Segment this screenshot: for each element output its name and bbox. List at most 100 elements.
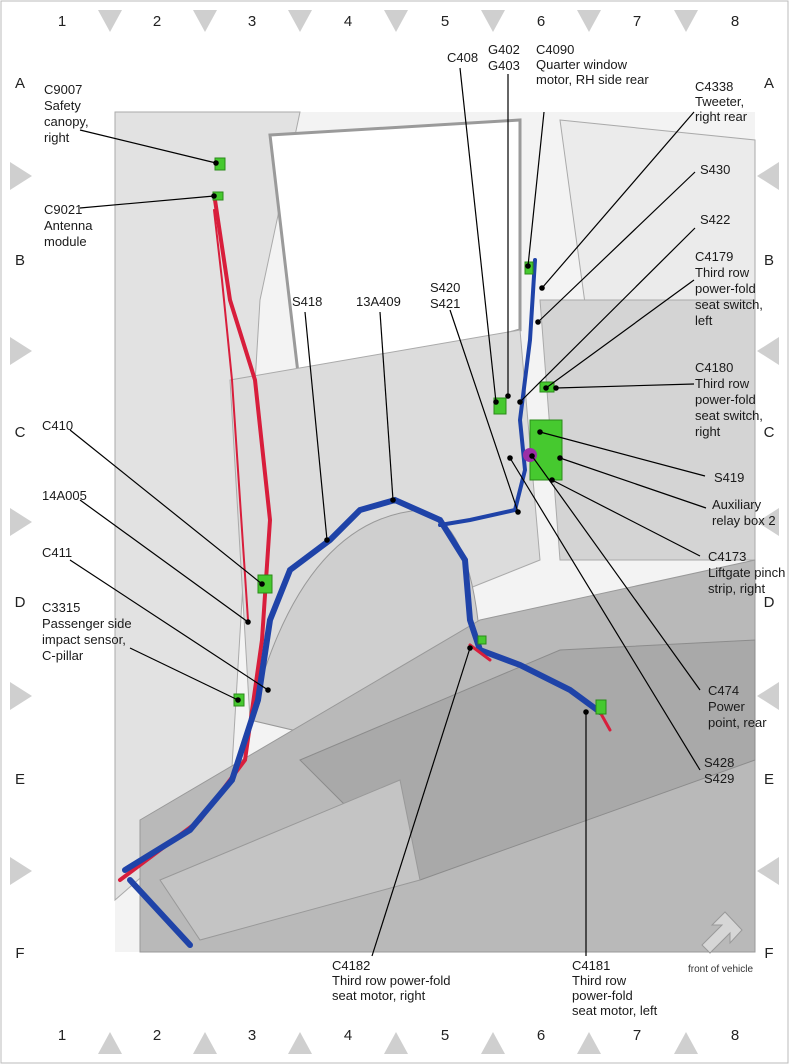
harness-red-branch	[213, 209, 249, 621]
callout-line: 14A005	[42, 488, 87, 503]
grid-triangle-left	[10, 162, 32, 190]
grid-triangle-top	[288, 10, 312, 32]
leader-13a409	[379, 311, 394, 501]
leader-s428	[509, 457, 701, 771]
leader-tip-s418	[324, 537, 330, 543]
grid-row-label: B	[764, 252, 774, 269]
callout-line: S419	[714, 470, 744, 485]
callout-line: seat motor, right	[332, 988, 426, 1003]
harness-blue-upper	[438, 258, 537, 527]
grid-triangle-top	[193, 10, 217, 32]
leader-tip-s422	[517, 399, 523, 405]
leader-c4179	[545, 279, 695, 389]
callout-line: C-pillar	[42, 648, 84, 663]
leader-s422	[519, 227, 696, 403]
vehicle-interior-illustration	[114, 111, 756, 953]
leader-c4338	[541, 111, 695, 289]
leader-tip-c408	[493, 399, 499, 405]
callout-line: C4173	[708, 549, 746, 564]
harness-blue-lower	[127, 877, 193, 948]
leader-relay2	[559, 457, 707, 509]
callout-line: C410	[42, 418, 73, 433]
callout-line: motor, RH side rear	[536, 72, 649, 87]
callout-line: Passenger side	[42, 616, 132, 631]
leader-lines	[69, 67, 707, 957]
grid-column-label: 8	[731, 13, 739, 30]
callout-line: canopy,	[44, 114, 89, 129]
callout-line: right	[44, 130, 70, 145]
callout-s418: S418	[292, 294, 322, 309]
leader-s420	[449, 309, 519, 513]
grid-triangle-bottom	[577, 1032, 601, 1054]
leader-tip-c4181	[583, 709, 589, 715]
callout-line: power-fold	[695, 281, 756, 296]
grid-row-label: D	[764, 594, 775, 611]
grid-row-label: C	[15, 424, 26, 441]
relay-box	[529, 419, 563, 481]
callout-line: S421	[430, 296, 460, 311]
grid-triangle-top	[384, 10, 408, 32]
leader-tip-c4180	[553, 385, 559, 391]
callout-line: C4181	[572, 958, 610, 973]
callout-line: C4179	[695, 249, 733, 264]
grid-column-label: 3	[248, 1027, 256, 1044]
harness-red-lower	[468, 643, 492, 662]
callout-line: Third row	[695, 376, 750, 391]
connector-c4182	[477, 635, 487, 645]
leader-c9007	[79, 129, 217, 164]
callout-line: power-fold	[695, 392, 756, 407]
callout-line: C4180	[695, 360, 733, 375]
front-of-vehicle-indicator: front of vehicle	[688, 911, 753, 975]
grid-triangle-bottom	[288, 1032, 312, 1054]
connector-c4181	[595, 699, 607, 715]
grid-column-label: 7	[633, 13, 641, 30]
grid-column-label: 4	[344, 13, 352, 30]
callout-line: G403	[488, 58, 520, 73]
grid-triangle-bottom	[674, 1032, 698, 1054]
leader-tip-s430	[535, 319, 541, 325]
callout-line: C4338	[695, 79, 733, 94]
callout-line: seat motor, left	[572, 1003, 658, 1018]
callout-line: power-fold	[572, 988, 633, 1003]
callout-13a409: 13A409	[356, 294, 401, 309]
grid-triangle-right	[757, 857, 779, 885]
grid-row-label: A	[764, 75, 774, 92]
callout-line: Third row power-fold	[332, 973, 451, 988]
grid-triangle-right	[757, 508, 779, 536]
callout-line: Power	[708, 699, 746, 714]
grid-triangle-left	[10, 337, 32, 365]
connector-c410	[257, 574, 273, 594]
callout-line: left	[695, 313, 713, 328]
callout-line: C474	[708, 683, 739, 698]
leader-tip-13a409	[390, 497, 396, 503]
leader-tip-14a005	[245, 619, 251, 625]
front-arrow-icon	[701, 911, 743, 954]
callout-line: 13A409	[356, 294, 401, 309]
callout-line: point, rear	[708, 715, 767, 730]
grid-triangle-left	[10, 508, 32, 536]
harness-red-right	[598, 710, 612, 732]
grid-column-label: 5	[441, 13, 449, 30]
callout-line: relay box 2	[712, 513, 776, 528]
leader-c4090	[527, 111, 545, 267]
callout-c411: C411	[42, 545, 72, 560]
callout-line: Safety	[44, 98, 81, 113]
callout-s430: S430	[700, 162, 730, 177]
grid-column-label: 2	[153, 13, 161, 30]
leader-c411	[69, 559, 269, 691]
leader-tip-c411	[265, 687, 271, 693]
callout-line: C9021	[44, 202, 82, 217]
callout-line: seat switch,	[695, 297, 763, 312]
leader-c474	[531, 455, 701, 691]
grid-row-label: E	[764, 771, 774, 788]
grid-row-label: F	[15, 945, 24, 962]
